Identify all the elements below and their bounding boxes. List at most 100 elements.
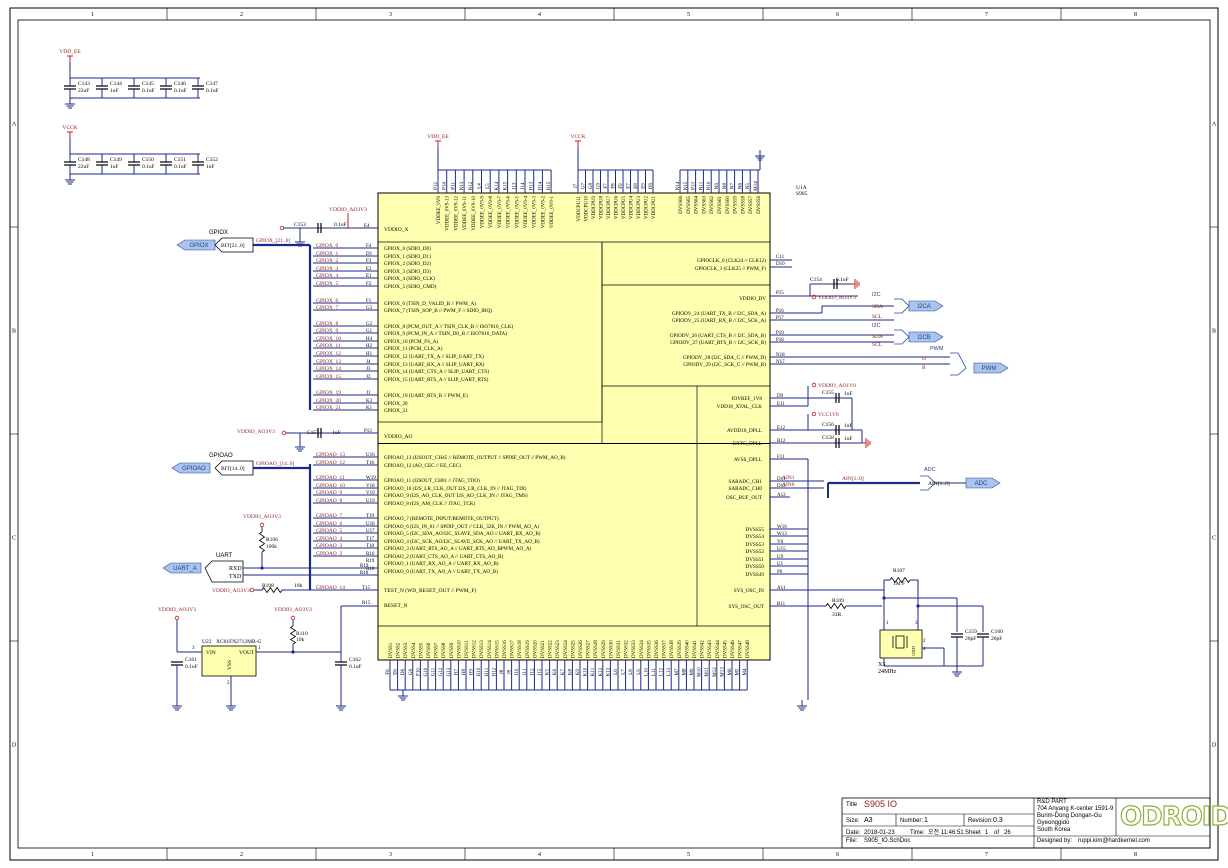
company-line-5: South Korea (1037, 827, 1071, 833)
net-label: GPIOAO_4 (316, 536, 343, 542)
pin-number: N11 (699, 181, 704, 190)
ic-pin-label: GPIOX_9 (PCM_IN_A // TSIN_D0_B // ISO781… (384, 330, 507, 337)
ic-pin-label: IOVREF_1V8 (732, 396, 763, 402)
cap-ref: C155 (822, 390, 834, 396)
cap-ref: C143 (78, 81, 90, 87)
ic-pin-label: VDDIO_X (384, 227, 408, 233)
ic-divider (378, 443, 770, 444)
ic-pin-label: EXTC_DPLL (733, 441, 762, 447)
pin-number: E6 (394, 669, 399, 675)
ic-pin-label: DVSS14 (488, 640, 493, 658)
port-label: GPIOX (189, 243, 208, 249)
pin-number: J4 (366, 360, 371, 365)
harness-i2cb (894, 329, 910, 345)
pin-number: M14 (754, 181, 759, 191)
net-label: GPIOAO_5 (316, 528, 343, 534)
pin-number: E12 (777, 426, 786, 431)
pin-number: D12 (777, 484, 786, 489)
ic-pin-label: VOUT (239, 650, 255, 656)
net-label: GPIOX_[21..0] (256, 238, 290, 244)
resistor-ref: R107 (893, 568, 905, 574)
ic-pin-label: GPIOAO_4 (I2C_SCK_AO/I2C_SLAVE_SCK_AO //… (384, 538, 540, 545)
resistor-ref: R106 (266, 537, 278, 543)
ic-pin-label: VDDEE_0V9-7 (498, 196, 503, 229)
grid-column-label: 5 (687, 12, 690, 18)
net-label: GPIOX_11 (316, 343, 341, 349)
pin-number: R16 (366, 552, 375, 557)
port-label: GPIOAO (182, 466, 206, 472)
grid-row-label: C (12, 536, 16, 542)
cap-ref: C161 (185, 657, 197, 663)
ic-pin-label: VDDCPU3 (637, 196, 642, 220)
pin-number: 4 (923, 647, 926, 652)
cap-ref: C153 (294, 222, 306, 228)
pin-number: P13 (364, 429, 372, 434)
ic-pin-label: GPIOAO_0 (UART_TX_AO_A // UART_TX_AO_B) (384, 568, 498, 575)
ic-pin-label: VDDEE_0V9-3 (533, 196, 538, 229)
pin-number: K15 (504, 181, 509, 190)
grid-column-label: 7 (985, 12, 988, 18)
resistor-ref: R110 (296, 631, 308, 637)
cap-value: 0.1uF (142, 164, 155, 170)
pin-number: U15 (777, 547, 786, 552)
pin-number: M10 (698, 667, 703, 677)
power-port-circle (174, 615, 180, 621)
pin-number: G1 (366, 329, 373, 334)
odroid-logo: ODROID (1119, 801, 1228, 832)
port-label: UART_A (173, 566, 197, 572)
ic-pin-label: DVSS45 (723, 640, 728, 658)
pin-number: N10 (707, 181, 712, 190)
pin-number: T17 (366, 537, 375, 542)
sheet-total: 26 (1004, 830, 1011, 836)
pin-number: H10 (477, 667, 482, 676)
ic-pin-label: DVSS42 (701, 640, 706, 658)
cap-ref: C145 (142, 81, 154, 87)
ic-pin-label: SARADC_CH1 (729, 479, 763, 485)
pin-number: R18 (360, 571, 369, 576)
ic-pin-label: DVSS47 (739, 640, 744, 658)
net-label: GPIOX_19 (316, 390, 341, 396)
net-label: GPIOX_4 (316, 273, 339, 279)
net-label: GPIOAO_[14..0] (256, 461, 294, 467)
harness-pin: D (922, 356, 926, 362)
ic-pin-label: GPIOX_21 (384, 408, 408, 414)
pin-number: J2 (366, 375, 371, 380)
pin-number: P14 (443, 182, 448, 190)
ic-pin-label: DVSS64 (695, 196, 700, 214)
pin-number: 3 (192, 646, 195, 651)
pin-number: K7 (561, 668, 566, 675)
pin-number: W13 (777, 532, 787, 537)
pin-number: 2 (923, 639, 926, 644)
ic-pin-label: DVSS56 (757, 196, 762, 214)
power-net-label: VDDIO_AO3V3 (243, 514, 281, 520)
port-uart (162, 562, 202, 574)
pin-number: F3 (366, 259, 372, 264)
net-label: GPIOAO_9 (316, 490, 343, 496)
ic-pin-label: GPIOX_7 (TSIN_SOP_B // PWM_F // SDIO_IRQ… (384, 307, 492, 314)
ic-pin-label: DVSS53 (746, 542, 765, 548)
pin-number: M5 (736, 668, 741, 675)
cap-ref: C159 (965, 629, 977, 635)
resistor-value: 10k (294, 583, 303, 589)
harness-pin: SCL (872, 314, 883, 320)
port-label: ADC (975, 481, 988, 487)
net-label: GPIOAO_8 (316, 498, 343, 504)
pin-number: E4 (364, 224, 370, 229)
ic-part: S905 (796, 191, 808, 197)
pin-number: C11 (776, 255, 785, 260)
net-label: AIN[1..0] (842, 476, 864, 482)
designer-email: ruppi.kim@hardkernel.com (1078, 838, 1150, 844)
pin-number: M11 (705, 667, 710, 677)
ic-pin-label: VDDCPU10 (585, 196, 590, 222)
harness-label: ADC (924, 467, 936, 473)
cap-value: 0.1uF (334, 222, 347, 228)
grid-column-label: 7 (985, 852, 988, 858)
pin-number: P17 (776, 316, 784, 321)
ic-pin-label: DVSS54 (746, 534, 765, 540)
ic-pin-label: VSS (227, 660, 233, 670)
port-label: I2CA (917, 304, 930, 310)
pin-number: G13 (447, 667, 452, 676)
port-pwm (973, 362, 1009, 374)
port-label: PWM (982, 366, 997, 372)
